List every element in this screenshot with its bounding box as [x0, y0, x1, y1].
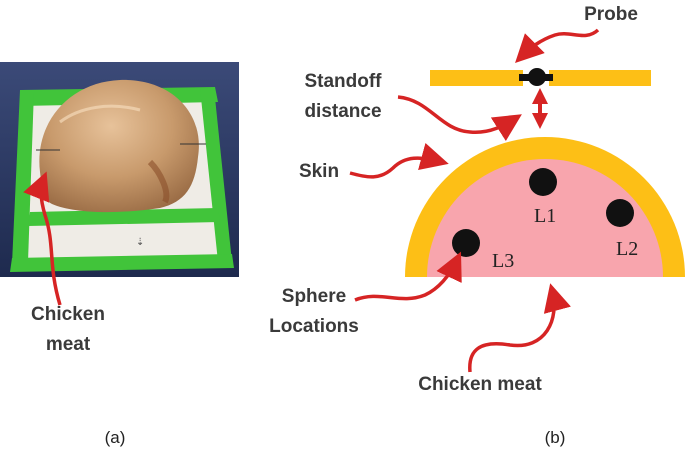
sphere-l1	[529, 168, 557, 196]
skin-arrow	[349, 142, 449, 179]
location-l1-label: L1	[534, 205, 556, 227]
probe-right-bar	[549, 70, 651, 86]
caption-b: (b)	[545, 428, 566, 447]
tape-bottom	[10, 254, 234, 272]
standoff-label-line2: distance	[304, 101, 381, 122]
standoff-label-line1: Standoff	[304, 71, 382, 92]
tape-middle	[28, 208, 220, 226]
probe-left-bar	[430, 70, 523, 86]
tape-left	[12, 90, 34, 264]
chicken-label-line1: Chicken	[31, 304, 105, 325]
sphere-locations-arrow	[354, 251, 462, 302]
chicken-label-line2: meat	[46, 334, 91, 355]
chicken-meat-arrow-b	[468, 283, 571, 373]
probe-arrow	[515, 28, 600, 63]
sphere-l2	[606, 199, 634, 227]
chicken-meat-label: Chicken meat	[418, 374, 542, 395]
probe-head	[528, 68, 546, 86]
sphere-label-line2: Locations	[269, 316, 359, 337]
location-l2-label: L2	[616, 238, 638, 260]
chicken-meat-arrow-a	[23, 171, 62, 306]
tape-right	[200, 88, 232, 262]
caption-a: (a)	[105, 428, 126, 447]
standoff-arrow	[397, 95, 522, 142]
probe-label: Probe	[584, 4, 638, 25]
sphere-l3	[452, 229, 480, 257]
location-l3-label: L3	[492, 250, 514, 272]
svg-text:⇣: ⇣	[136, 237, 144, 248]
sphere-label-line1: Sphere	[282, 286, 346, 307]
chicken-photo: ⇣	[0, 62, 239, 277]
meat-region	[427, 159, 663, 277]
skin-label: Skin	[299, 161, 339, 182]
